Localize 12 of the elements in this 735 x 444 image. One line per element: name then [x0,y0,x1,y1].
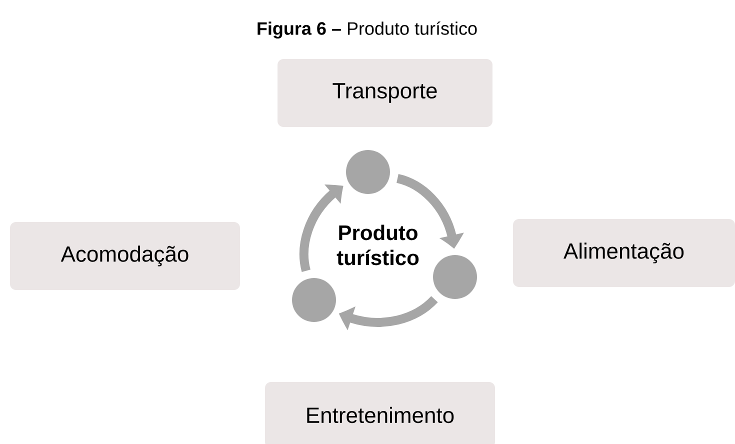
text-box: Transporte [278,59,492,127]
figure-title: Figura 6 – Produto turístico [258,21,477,39]
curved-arrow [340,296,438,328]
text-box: Alimentação [513,219,735,287]
circle [292,278,336,322]
circle [433,255,477,299]
text-box: Acomodação [10,222,240,290]
curved-arrow [396,174,462,248]
center-label: Produto turístico [336,224,419,266]
text-box: Entretenimento [265,382,495,444]
curved-arrow [300,184,343,272]
circle [346,150,390,194]
